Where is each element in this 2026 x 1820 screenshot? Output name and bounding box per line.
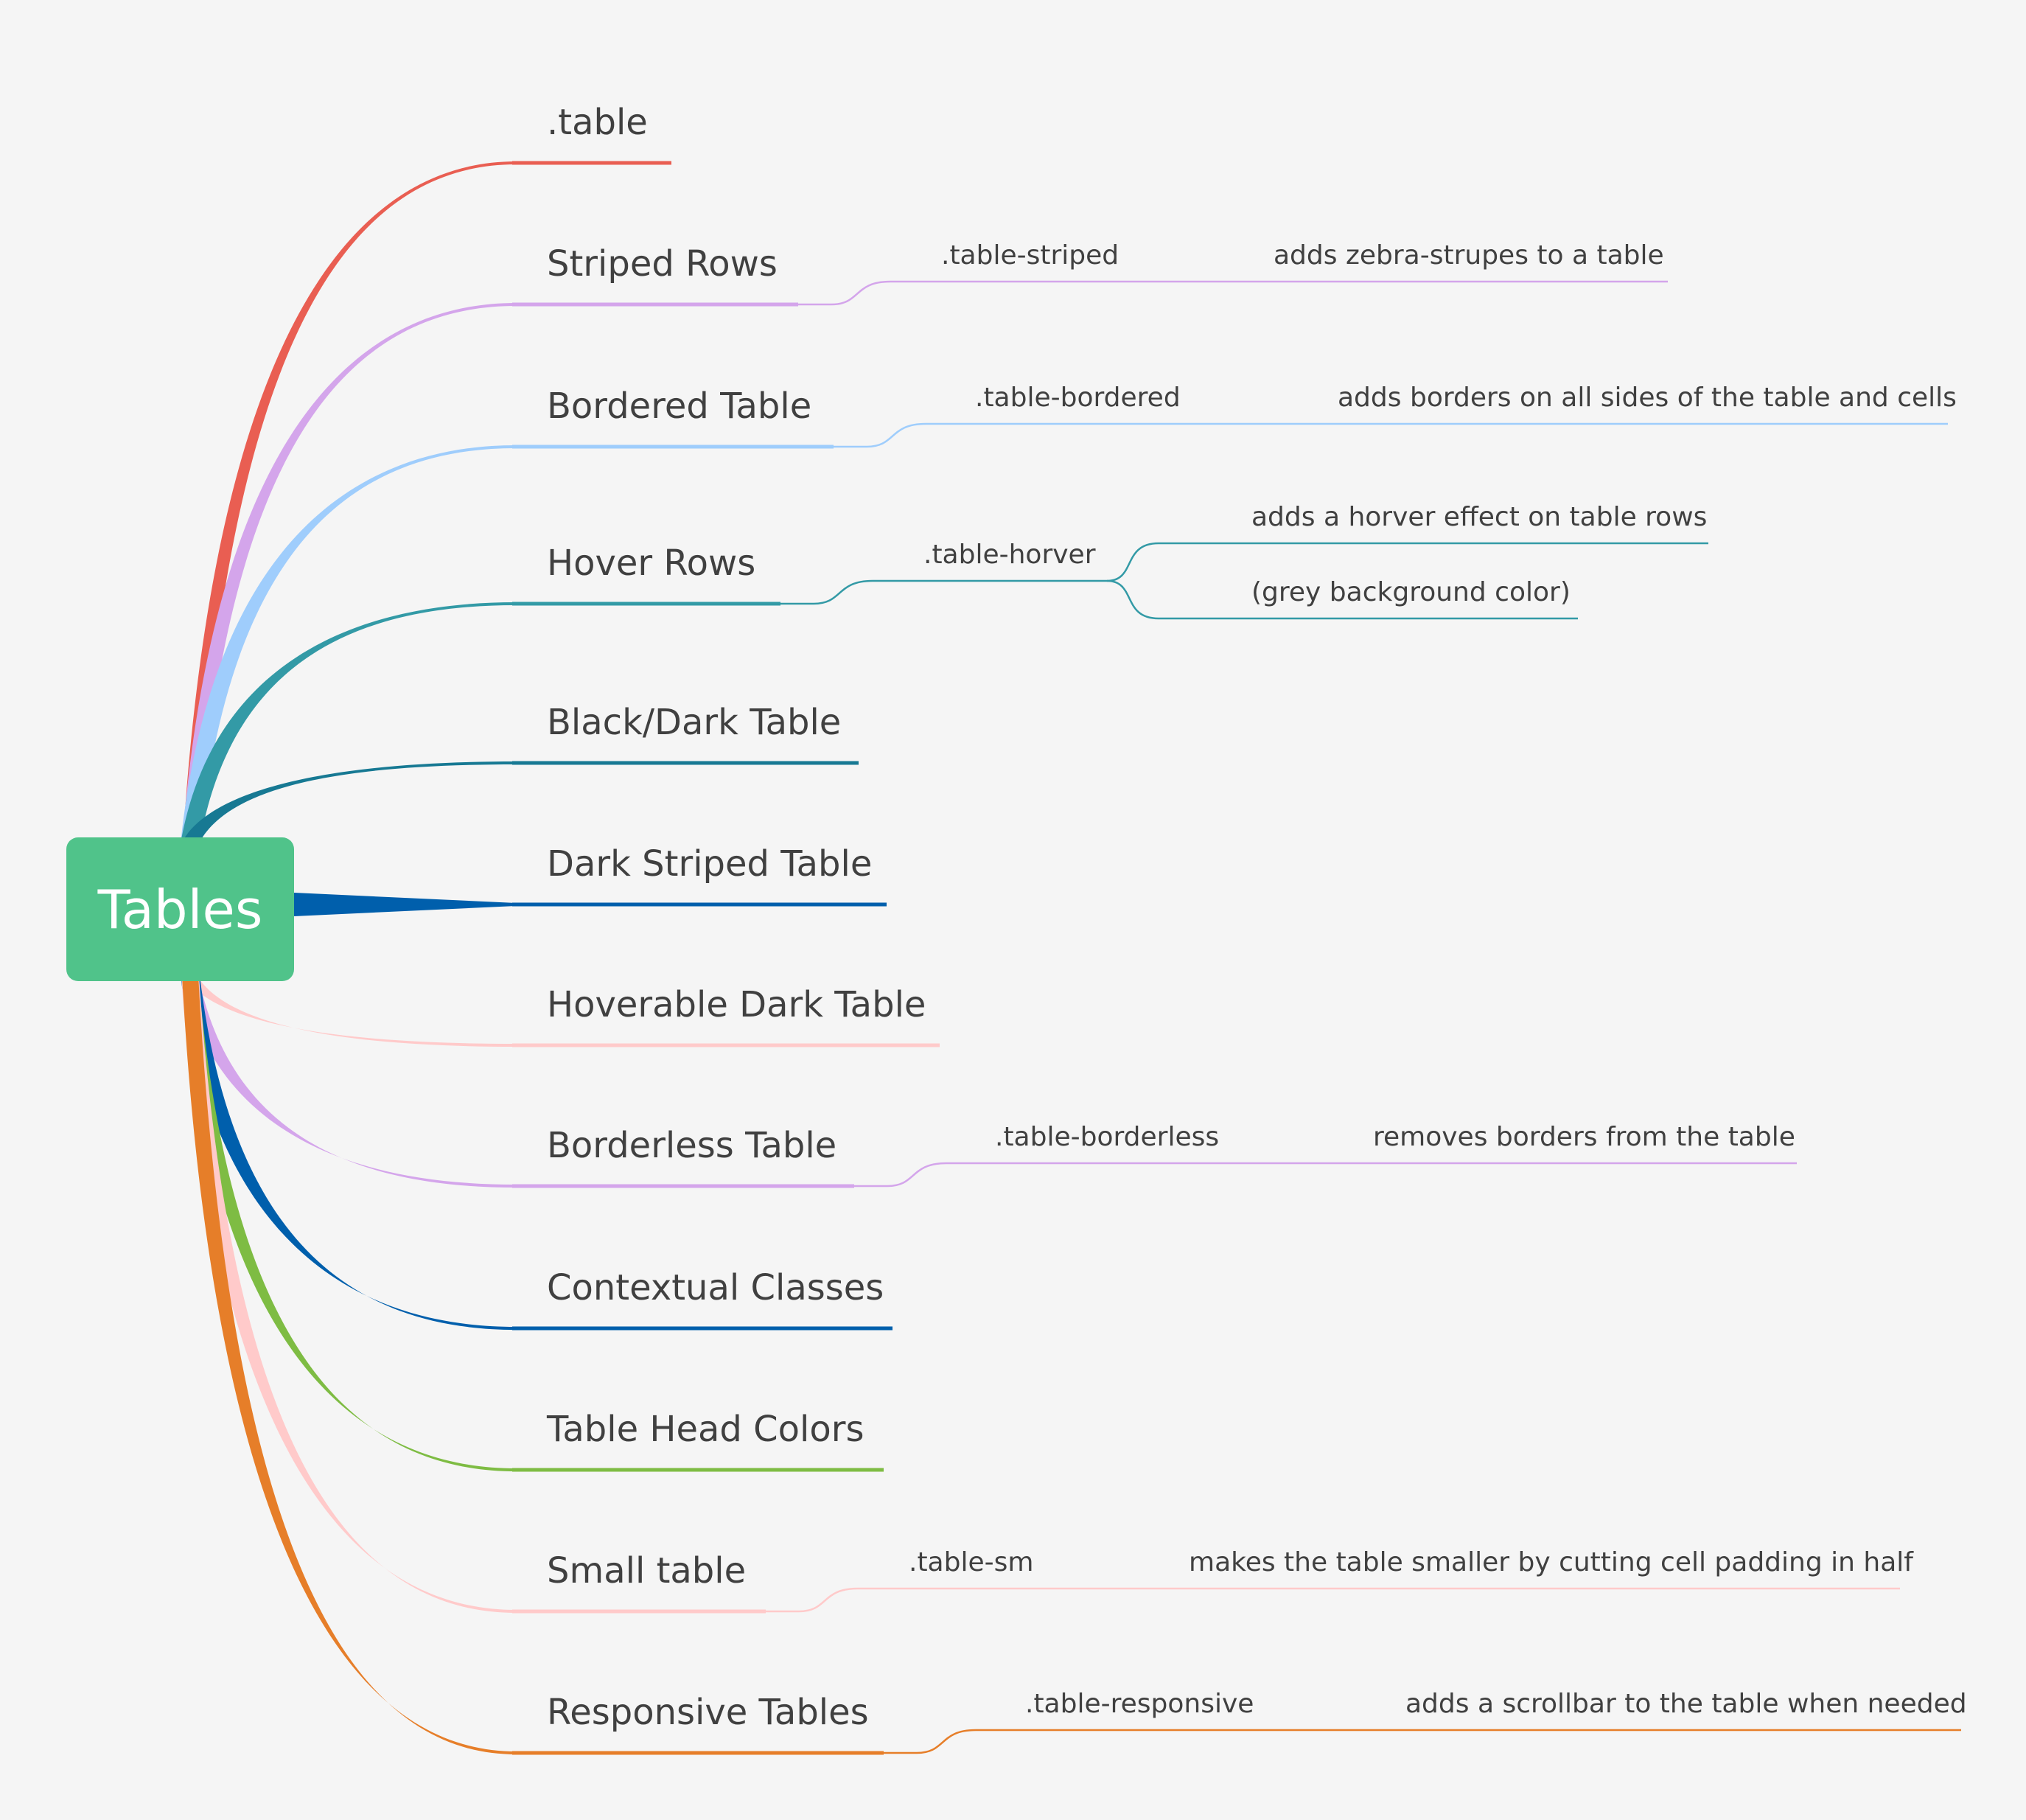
leaf-connector bbox=[1106, 542, 1708, 582]
branch-label[interactable]: Borderless Table bbox=[547, 1125, 837, 1166]
leaf-label[interactable]: adds zebra-strupes to a table bbox=[1274, 240, 1664, 271]
leaf-label[interactable]: adds borders on all sides of the table a… bbox=[1338, 383, 1957, 413]
branch-label[interactable]: Contextual Classes bbox=[547, 1267, 884, 1308]
leaf-label[interactable]: (grey background color) bbox=[1251, 577, 1571, 607]
branch-label[interactable]: Bordered Table bbox=[547, 386, 812, 427]
child-label[interactable]: .table-borderless bbox=[995, 1122, 1220, 1152]
leaf-label[interactable]: adds a horver effect on table rows bbox=[1251, 502, 1708, 532]
leaf-label[interactable]: makes the table smaller by cutting cell … bbox=[1189, 1547, 1913, 1577]
branch-label[interactable]: Hoverable Dark Table bbox=[547, 984, 926, 1025]
child-label[interactable]: .table-striped bbox=[941, 240, 1119, 271]
branch-label[interactable]: Black/Dark Table bbox=[547, 702, 842, 743]
child-connector bbox=[777, 579, 1107, 605]
branch-label[interactable]: Striped Rows bbox=[547, 243, 778, 285]
branch-label[interactable]: Dark Striped Table bbox=[547, 843, 873, 885]
leaf-connector bbox=[1106, 579, 1578, 620]
child-connector bbox=[880, 1729, 1262, 1754]
branch-label[interactable]: Small table bbox=[547, 1550, 747, 1591]
leaf-label[interactable]: adds a scrollbar to the table when neede… bbox=[1405, 1689, 1967, 1719]
root-label: Tables bbox=[97, 878, 263, 941]
branch-label[interactable]: .table bbox=[547, 102, 648, 143]
branch-label[interactable]: Table Head Colors bbox=[547, 1409, 864, 1450]
child-connector bbox=[794, 280, 1198, 306]
child-label[interactable]: .table-bordered bbox=[975, 383, 1181, 413]
child-connector bbox=[830, 422, 1198, 448]
child-connector bbox=[850, 1162, 1234, 1188]
child-label[interactable]: .table-sm bbox=[909, 1547, 1034, 1577]
branch-connector bbox=[294, 893, 516, 916]
root-node[interactable]: Tables bbox=[66, 837, 294, 981]
child-connector bbox=[762, 1587, 1164, 1613]
leaf-label[interactable]: removes borders from the table bbox=[1373, 1122, 1795, 1152]
child-label[interactable]: .table-horver bbox=[923, 540, 1096, 570]
child-label[interactable]: .table-responsive bbox=[1025, 1689, 1254, 1719]
branch-label[interactable]: Responsive Tables bbox=[547, 1692, 869, 1733]
branch-label[interactable]: Hover Rows bbox=[547, 543, 756, 584]
